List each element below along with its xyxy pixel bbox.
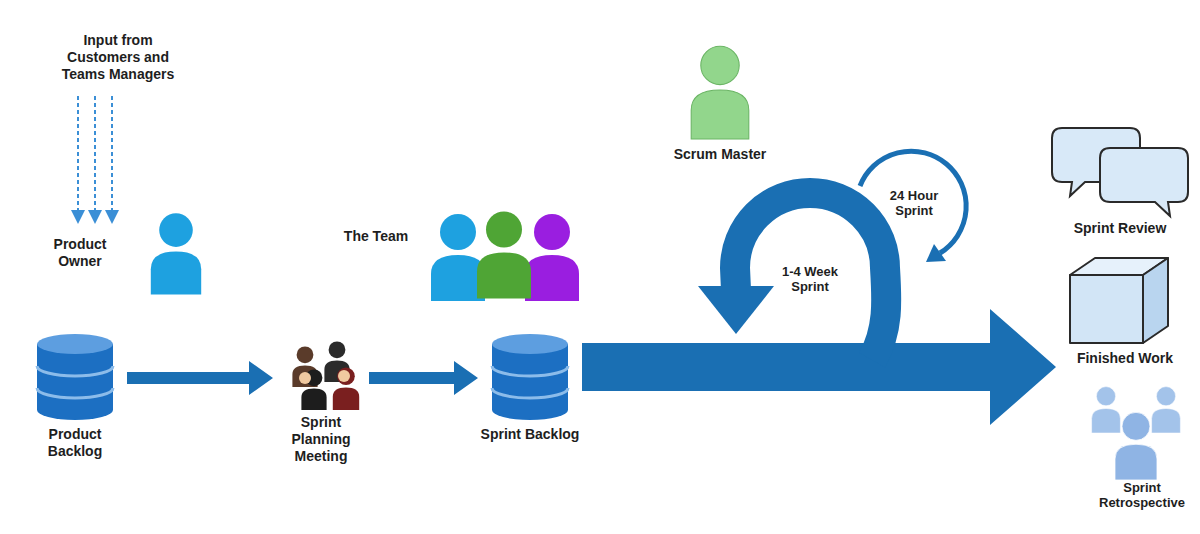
diagram-node: The Team xyxy=(328,228,424,249)
node-label: Sprint Retrospective xyxy=(1088,480,1196,510)
free-label: Input from Customers and Teams Managers xyxy=(48,32,188,83)
diagram-node: Scrum Master xyxy=(655,40,785,167)
flow-arrow xyxy=(127,361,273,395)
database-icon xyxy=(37,334,113,420)
diagram-node: Sprint Backlog xyxy=(480,330,580,447)
meeting-icon xyxy=(292,341,359,410)
node-label: The Team xyxy=(328,228,424,245)
node-label: Sprint Planning Meeting xyxy=(275,414,367,465)
database-icon xyxy=(492,334,568,420)
node-label: Scrum Master xyxy=(655,146,785,163)
flow-arrow xyxy=(369,361,478,395)
diagram-node: Product Owner xyxy=(38,236,122,274)
node-label: Product Backlog xyxy=(25,426,125,460)
diagram-node: Sprint Planning Meeting xyxy=(275,336,367,469)
loop-arrowhead xyxy=(926,244,946,262)
loop-arrowhead xyxy=(698,286,774,334)
node-label: Product Owner xyxy=(38,236,122,270)
daily-loop xyxy=(860,151,966,253)
node-label: Sprint Review xyxy=(1045,220,1195,237)
node-label: Sprint Backlog xyxy=(480,426,580,443)
diagram-node: Finished Work xyxy=(1058,252,1192,371)
node-label: Finished Work xyxy=(1058,350,1192,367)
free-label: 1-4 Week Sprint xyxy=(776,264,844,294)
team-icon xyxy=(431,212,579,302)
diagram-node: Product Backlog xyxy=(25,330,125,464)
diagram-node: Sprint Retrospective xyxy=(1088,380,1196,514)
sprint-loop xyxy=(735,193,886,360)
person-icon xyxy=(691,46,749,139)
input-arrows xyxy=(78,96,112,212)
cube-icon xyxy=(1070,258,1168,343)
retrospective-icon xyxy=(1092,387,1181,480)
free-label: 24 Hour Sprint xyxy=(884,188,944,218)
person-icon xyxy=(151,213,201,294)
speech-bubbles xyxy=(1052,128,1188,216)
diagram-node: Sprint Review xyxy=(1045,122,1195,241)
flow-arrow xyxy=(582,309,1056,425)
